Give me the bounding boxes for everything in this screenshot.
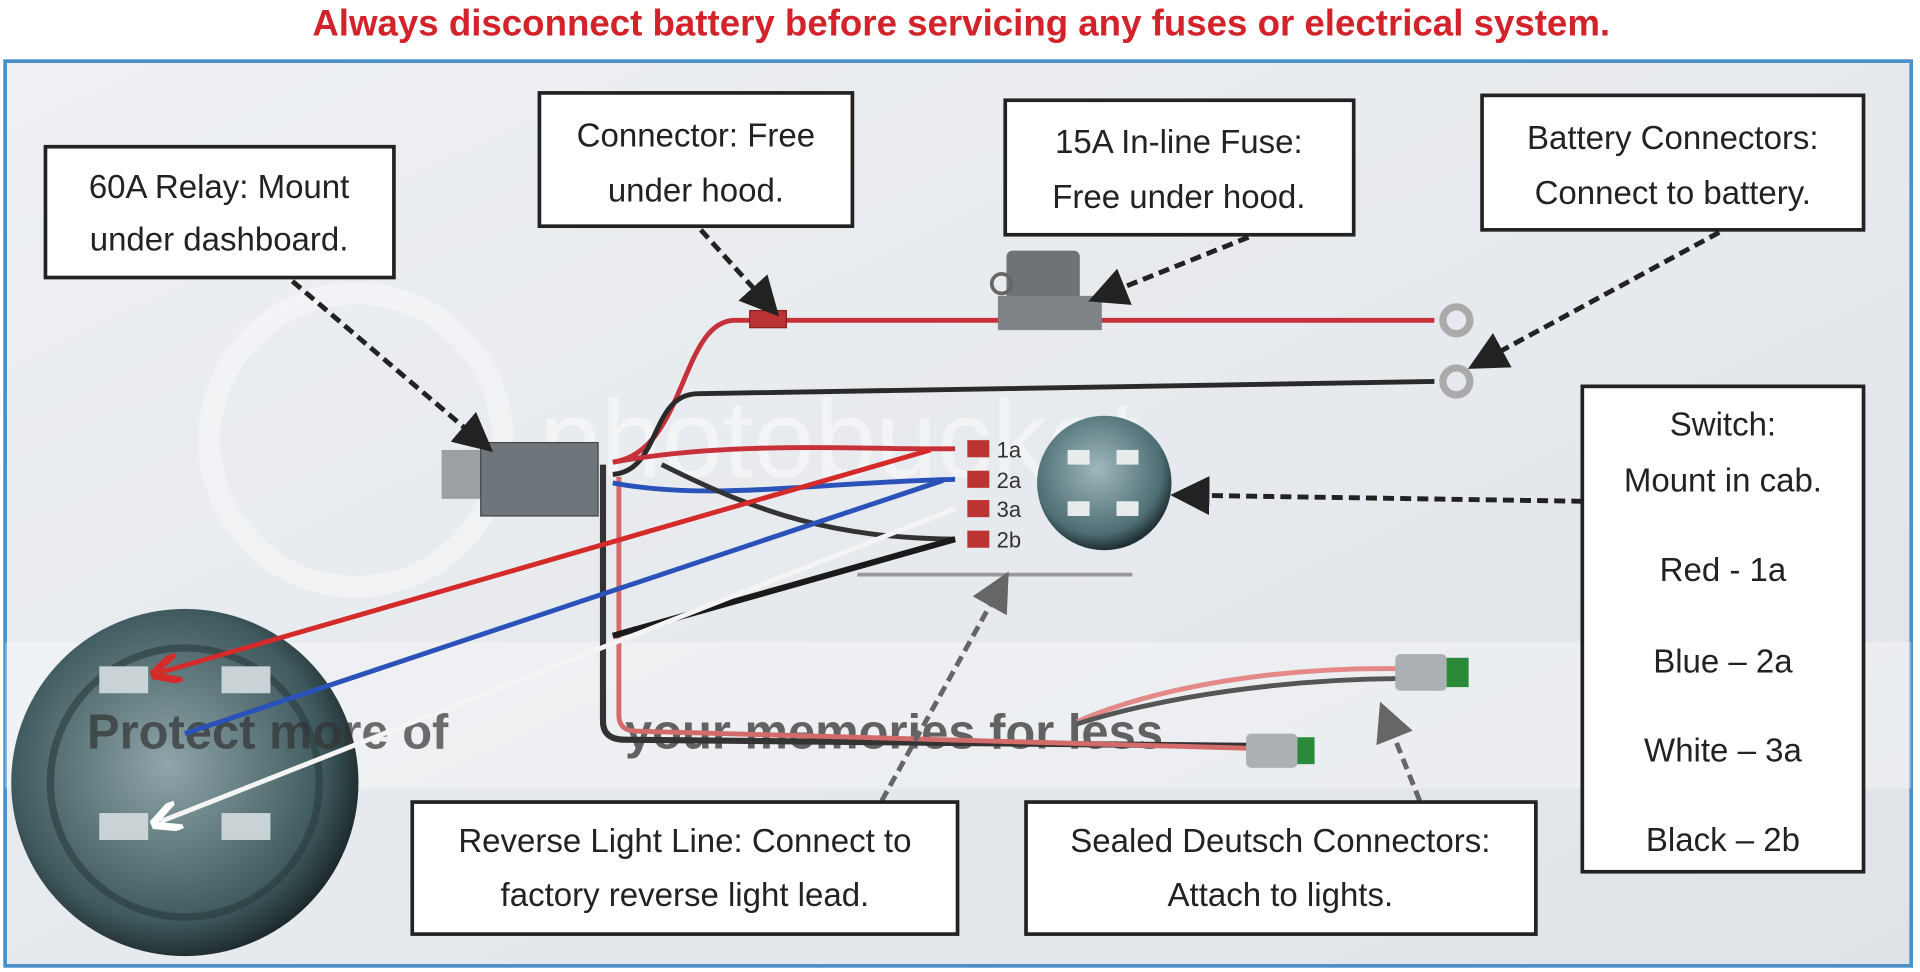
deutsch-connector bbox=[1395, 654, 1447, 691]
svg-text:factory reverse light lead.: factory reverse light lead. bbox=[501, 876, 870, 913]
svg-text:White – 3a: White – 3a bbox=[1644, 732, 1802, 769]
switch-closeup bbox=[11, 608, 359, 957]
callout-switch: Switch: Mount in cab. Red - 1a Blue – 2a… bbox=[1580, 384, 1866, 874]
svg-text:under dashboard.: under dashboard. bbox=[90, 221, 349, 258]
svg-text:Reverse Light Line: Connect to: Reverse Light Line: Connect to bbox=[458, 822, 911, 859]
svg-text:Blue – 2a: Blue – 2a bbox=[1653, 642, 1793, 679]
svg-text:Switch:: Switch: bbox=[1670, 405, 1776, 442]
inline-connector bbox=[749, 309, 787, 329]
ground-wire bbox=[612, 379, 1435, 477]
terminal-label: 2b bbox=[997, 528, 1021, 553]
terminal-label: 1a bbox=[997, 437, 1022, 462]
callout-battery: Battery Connectors: Connect to battery. bbox=[1480, 93, 1866, 232]
red-pin-arrow bbox=[160, 447, 932, 673]
svg-text:60A Relay: Mount: 60A Relay: Mount bbox=[89, 168, 350, 205]
callout-deutsch: Sealed Deutsch Connectors: Attach to lig… bbox=[1024, 800, 1538, 936]
battery-ring-positive bbox=[1439, 303, 1474, 338]
battery-ring-ground bbox=[1439, 364, 1474, 399]
terminal-block bbox=[967, 440, 990, 548]
white-pin-arrow bbox=[160, 506, 957, 822]
warning-title: Always disconnect battery before servici… bbox=[312, 2, 1610, 43]
svg-text:Mount in cab.: Mount in cab. bbox=[1624, 462, 1822, 499]
callout-reverse-light: Reverse Light Line: Connect to factory r… bbox=[410, 800, 960, 936]
svg-text:Attach to lights.: Attach to lights. bbox=[1168, 876, 1394, 913]
svg-text:Protect more of: Protect more of bbox=[87, 705, 449, 759]
callout-relay: 60A Relay: Mount under dashboard. bbox=[43, 144, 396, 280]
relay bbox=[441, 441, 599, 517]
svg-text:under hood.: under hood. bbox=[608, 172, 784, 209]
terminal-label: 2a bbox=[997, 468, 1022, 493]
rocker-switch bbox=[1037, 415, 1172, 551]
svg-text:Connector: Free: Connector: Free bbox=[577, 117, 815, 154]
terminal-label: 3a bbox=[997, 497, 1022, 522]
power-wire bbox=[612, 317, 1435, 465]
svg-text:Free under hood.: Free under hood. bbox=[1052, 178, 1305, 215]
svg-text:Connect to battery.: Connect to battery. bbox=[1535, 174, 1811, 211]
callout-connector: Connector: Free under hood. bbox=[537, 91, 855, 229]
callout-fuse: 15A In-line Fuse: Free under hood. bbox=[1003, 98, 1356, 237]
svg-text:Sealed Deutsch Connectors:: Sealed Deutsch Connectors: bbox=[1070, 822, 1490, 859]
svg-text:Battery Connectors:: Battery Connectors: bbox=[1527, 119, 1819, 156]
svg-text:15A In-line Fuse:: 15A In-line Fuse: bbox=[1055, 123, 1303, 160]
blue-pin-arrow bbox=[184, 478, 944, 736]
svg-text:Red - 1a: Red - 1a bbox=[1660, 551, 1787, 588]
svg-text:Black – 2b: Black – 2b bbox=[1646, 821, 1800, 858]
deutsch-connector bbox=[1246, 733, 1298, 768]
inline-fuse bbox=[989, 250, 1102, 331]
